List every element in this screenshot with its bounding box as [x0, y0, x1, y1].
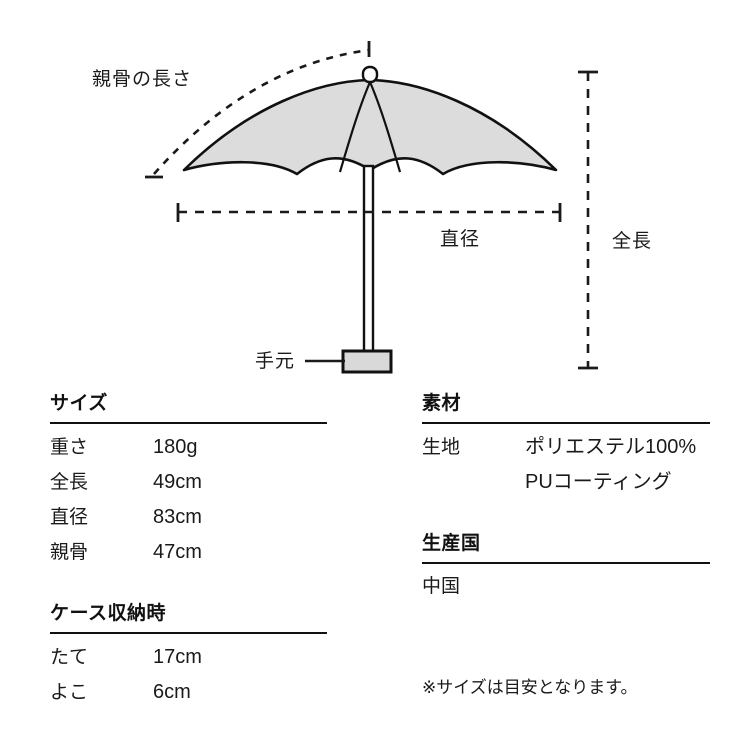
- spec-value: 47cm: [153, 541, 202, 563]
- section-case: ケース収納時 たて 17cm よこ 6cm: [50, 598, 330, 710]
- spec-value: 中国: [422, 576, 461, 597]
- section-rule-case: [50, 632, 327, 634]
- umbrella-illustration: [145, 41, 598, 374]
- spec-label: 親骨: [50, 542, 89, 563]
- specification-area: サイズ 重さ 180g 全長 49cm 直径 83cm 親骨 47cm ケース収…: [0, 388, 750, 750]
- section-rule-country: [422, 562, 710, 564]
- finial-icon: [361, 65, 379, 84]
- spec-value: PUコーティング: [525, 471, 672, 493]
- spec-value: 17cm: [153, 646, 202, 668]
- section-title-country: 生産国: [422, 533, 481, 554]
- spec-value: 83cm: [153, 506, 202, 528]
- total-length-label: 全長: [612, 231, 653, 252]
- canopy: [182, 78, 558, 176]
- table-row: 中国: [422, 570, 710, 604]
- section-title-size: サイズ: [50, 393, 108, 414]
- size-footnote: ※サイズは目安となります。: [422, 678, 638, 697]
- spec-value: 49cm: [153, 471, 202, 493]
- table-row: 親骨 47cm: [50, 535, 330, 570]
- diameter-label: 直径: [440, 229, 481, 250]
- spec-value: 6cm: [153, 681, 191, 703]
- canopy-seam-left: [338, 81, 372, 173]
- spec-label: よこ: [50, 682, 89, 703]
- canopy-seam-right: [368, 81, 402, 173]
- umbrella-diagram: 親骨の長さ 直径 全長 手元: [92, 41, 653, 374]
- section-title-case: ケース収納時: [50, 603, 167, 624]
- spec-label: 直径: [50, 507, 89, 528]
- spec-label: 全長: [50, 472, 89, 493]
- spec-label: 重さ: [50, 437, 89, 458]
- section-country: 生産国 中国: [422, 528, 710, 604]
- spec-column-left: サイズ 重さ 180g 全長 49cm 直径 83cm 親骨 47cm ケース収…: [50, 388, 330, 710]
- table-row: たて 17cm: [50, 640, 330, 675]
- shaft: [362, 164, 375, 360]
- spec-label: たて: [50, 647, 89, 668]
- table-row: PUコーティング: [422, 465, 710, 500]
- spec-label: 生地: [422, 437, 461, 458]
- spec-value: ポリエステル100%: [525, 436, 697, 458]
- spec-value: 180g: [153, 436, 198, 458]
- table-row: 重さ 180g: [50, 430, 330, 465]
- section-rule-material: [422, 422, 710, 424]
- section-title-material: 素材: [422, 393, 462, 414]
- section-material: 素材 生地 ポリエステル100% PUコーティング: [422, 388, 710, 500]
- rib-length-label: 親骨の長さ: [92, 69, 193, 90]
- table-row: 直径 83cm: [50, 500, 330, 535]
- spec-column-right: 素材 生地 ポリエステル100% PUコーティング 生産国 中国: [422, 388, 710, 604]
- handle-label: 手元: [255, 351, 296, 372]
- table-row: よこ 6cm: [50, 675, 330, 710]
- section-rule-size: [50, 422, 327, 424]
- handle: [341, 349, 393, 374]
- table-row: 全長 49cm: [50, 465, 330, 500]
- section-size: サイズ 重さ 180g 全長 49cm 直径 83cm 親骨 47cm: [50, 388, 330, 570]
- table-row: 生地 ポリエステル100%: [422, 430, 710, 465]
